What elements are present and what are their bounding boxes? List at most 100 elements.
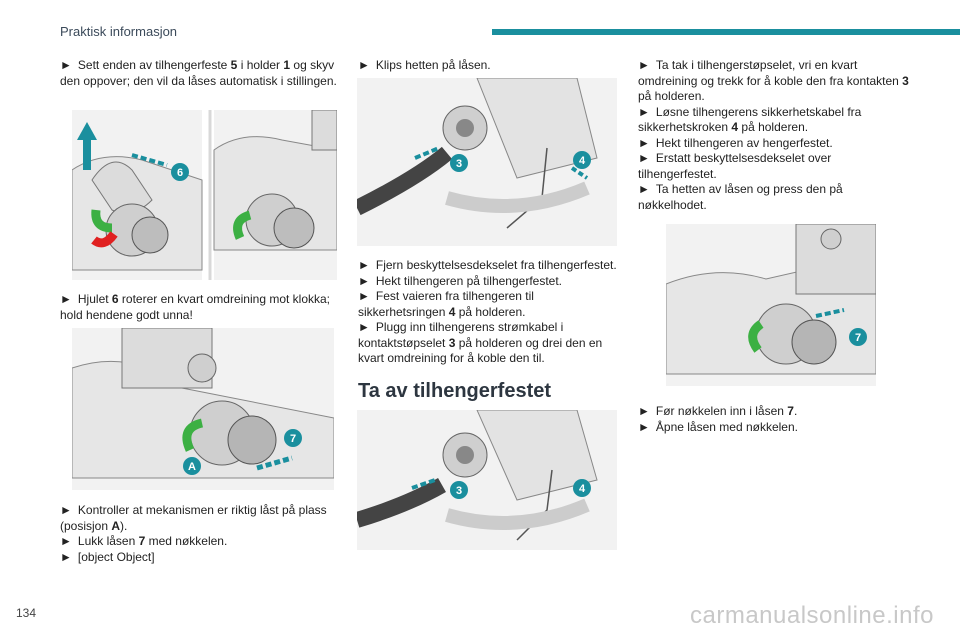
text: Hekt tilhengeren på tilhengerfestet.	[375, 273, 563, 288]
bullet-arrow-icon: ►	[358, 320, 370, 334]
text: roterer en kvart omdreining mot klokka; …	[60, 292, 331, 322]
paragraph: ►Kontroller at mekanismen er riktig låst…	[60, 503, 345, 534]
bullet-arrow-icon: ►	[60, 503, 72, 517]
bullet-arrow-icon: ►	[638, 182, 650, 196]
text: med nøkkelen.	[145, 534, 228, 548]
paragraph: ►Klips hetten på låsen.	[358, 58, 620, 74]
watermark: carmanualsonline.info	[690, 602, 934, 629]
ref-number: 5	[230, 58, 238, 72]
paragraph: ►Løsne tilhengerens sikkerhetskabel fra …	[638, 105, 910, 136]
text: Kontroller at mekanismen er riktig låst …	[60, 503, 327, 533]
paragraph: ► Fjern beskyttelsesdekselet fra tilhenge…	[358, 258, 620, 274]
paragraph: ► Hekt tilhengeren av hengerfestet.	[638, 136, 910, 152]
text: Før nøkkelen inn i låsen	[655, 404, 788, 418]
text: på holderen.	[638, 89, 705, 103]
bullet-arrow-icon: ►	[60, 58, 72, 72]
bullet-arrow-icon: ►	[638, 58, 650, 72]
svg-text:7: 7	[290, 433, 296, 445]
step-badge-a: A	[183, 457, 201, 475]
step-badge-7: 7	[284, 429, 302, 447]
step-badge-6: 6	[171, 163, 189, 181]
column-1: ► Sett enden av tilhengerfeste 5 i holder…	[60, 58, 345, 89]
text: i holder	[237, 58, 284, 72]
paragraph: ►Fest vaieren fra tilhengeren til sikker…	[358, 289, 620, 320]
text: på holderen og drei den en kvart omdrein…	[358, 335, 603, 366]
ref-number: 4	[448, 304, 456, 319]
section-heading: Ta av tilhengerfestet	[358, 380, 552, 402]
text: [object Object]	[77, 549, 155, 564]
text: Erstatt beskyttelsesdekselet over tilhen…	[638, 151, 832, 181]
text: Lukk låsen	[77, 534, 139, 548]
paragraph: ►Hekt tilhengeren på tilhengerfestet.	[358, 274, 620, 290]
text: på holderen.	[455, 304, 526, 319]
bullet-arrow-icon: ►	[638, 404, 650, 418]
ref-number: 3	[448, 335, 456, 350]
svg-text:4: 4	[579, 483, 586, 495]
bullet-arrow-icon: ►	[60, 292, 72, 306]
ref-number: 6	[111, 292, 119, 306]
figure-lock-position-a: 7 A	[72, 328, 334, 490]
paragraph: ► Lukk låsen 7 med nøkkelen.	[60, 534, 345, 550]
step-badge-7: 7	[849, 328, 867, 346]
svg-text:3: 3	[456, 485, 462, 497]
step-badge-3: 3	[450, 481, 468, 499]
ref-number: 1	[283, 58, 291, 72]
text: Ta hetten av låsen og press den på nøkke…	[638, 182, 843, 212]
column-1c: ►Kontroller at mekanismen er riktig låst…	[60, 503, 345, 565]
text: Fjern beskyttelsesdekselet fra tilhenger…	[375, 258, 617, 272]
figure-open-lock: 7	[666, 224, 876, 386]
text: Hekt tilhengeren av hengerfestet.	[655, 135, 833, 150]
paragraph: ► Før nøkkelen inn i låsen 7.	[638, 404, 910, 420]
ref-number: 3	[902, 73, 909, 88]
column-3: ►Ta tak i tilhengerstøpselet, vri en kva…	[638, 58, 910, 213]
svg-text:6: 6	[177, 167, 183, 179]
page-number: 134	[16, 606, 37, 620]
text: Fest vaieren fra tilhengeren til sikkerh…	[358, 289, 534, 319]
step-badge-4: 4	[573, 479, 591, 497]
bullet-arrow-icon: ►	[60, 549, 72, 564]
bullet-arrow-icon: ►	[638, 135, 650, 150]
figure-connect-cable: 3 4	[357, 78, 617, 246]
paragraph: ►Ta tak i tilhengerstøpselet, vri en kva…	[638, 58, 910, 105]
text: Klips hetten på låsen.	[375, 58, 491, 72]
bullet-arrow-icon: ►	[638, 151, 650, 165]
text: på holderen.	[738, 120, 809, 134]
column-1b: ► Hjulet 6 roterer en kvart omdreining mo…	[60, 292, 345, 323]
svg-text:A: A	[188, 461, 196, 473]
ref-number: 7	[787, 404, 794, 418]
bullet-arrow-icon: ►	[60, 534, 72, 548]
step-badge-3: 3	[450, 154, 468, 172]
svg-text:4: 4	[579, 155, 586, 167]
bullet-arrow-icon: ►	[638, 104, 650, 119]
bullet-arrow-icon: ►	[638, 419, 650, 434]
paragraph: ►Erstatt beskyttelsesdekselet over tilhe…	[638, 151, 910, 182]
text: .	[793, 404, 798, 418]
text: Løsne tilhengerens sikkerhetskabel fra s…	[638, 104, 862, 135]
figure-disconnect-cable: 3 4	[357, 410, 617, 550]
ref-number: A	[111, 518, 121, 533]
header-title: Praktisk informasjon	[60, 24, 178, 39]
text: Hjulet	[77, 292, 112, 306]
paragraph: ► Åpne låsen med nøkkelen.	[638, 420, 910, 436]
paragraph: ► Sett enden av tilhengerfeste 5 i holder…	[60, 58, 345, 89]
paragraph: ► [object Object]	[60, 550, 345, 566]
paragraph: ►Plugg inn tilhengerens strømkabel i kon…	[358, 320, 620, 367]
paragraph: ► Hjulet 6 roterer en kvart omdreining mo…	[60, 292, 345, 323]
text: og skyv den oppover; den vil da låses au…	[60, 58, 337, 88]
paragraph: ►Ta hetten av låsen og press den på nøkk…	[638, 182, 910, 213]
header-accent-bar	[492, 29, 960, 35]
column-2: ►Klips hetten på låsen.	[358, 58, 620, 74]
ref-number: 4	[731, 120, 739, 134]
svg-text:7: 7	[855, 332, 861, 344]
text: Plugg inn tilhengerens strømkabel i kont…	[358, 320, 564, 350]
text: Ta tak i tilhengerstøpselet, vri en kvar…	[638, 58, 903, 88]
ref-number: 7	[138, 534, 146, 548]
bullet-arrow-icon: ►	[358, 258, 370, 272]
step-badge-4: 4	[573, 151, 591, 169]
column-3b: ► Før nøkkelen inn i låsen 7. ► Åpne låsen…	[638, 404, 910, 435]
text: Åpne låsen med nøkkelen.	[655, 419, 798, 434]
figure-mechanism-rotation: 6	[72, 110, 337, 280]
text: ).	[120, 518, 128, 533]
text: Sett enden av tilhengerfeste	[77, 58, 231, 72]
svg-text:3: 3	[456, 158, 462, 170]
